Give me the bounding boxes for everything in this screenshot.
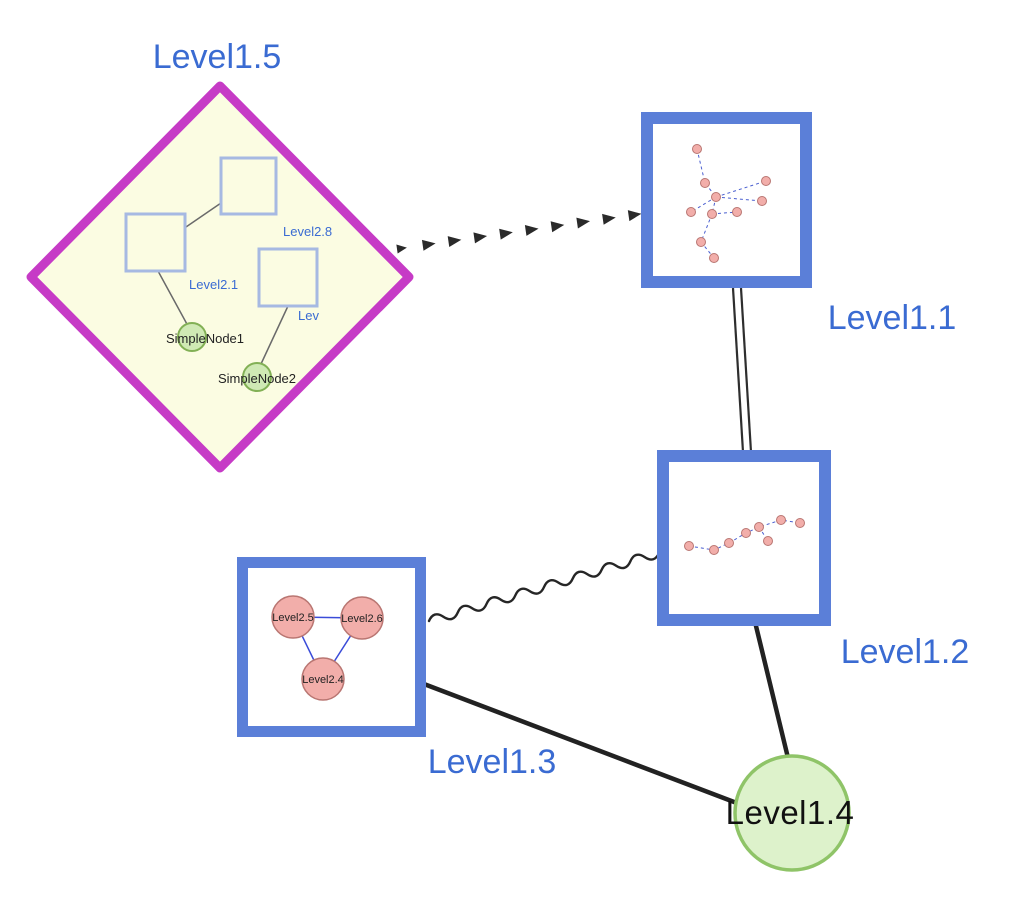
arrowhead [550,221,565,233]
mini-node[interactable] [692,144,702,154]
node-level2-8-square[interactable] [219,156,278,216]
label-level1-4: Level1.4 [726,794,855,831]
label-lev: Lev [298,308,319,323]
edge-level1-2-to-level1-4[interactable] [753,623,792,765]
mini-node[interactable] [763,536,773,546]
label-level1-1: Level1.1 [828,299,957,337]
mini-node[interactable] [696,237,706,247]
label-level2-4: Level2.4 [302,674,344,686]
group-box-shape[interactable] [641,112,812,288]
mini-node[interactable] [761,176,771,186]
edge-level1-1-to-level1-2[interactable] [731,287,753,453]
mini-node[interactable] [724,538,734,548]
label-simplenode2: SimpleNode2 [218,371,296,386]
inner-edge-square-left-to-simplenode1[interactable] [157,270,189,327]
mini-node[interactable] [732,207,742,217]
node-level2-6[interactable] [340,596,384,640]
node-simplenode1[interactable] [177,322,207,352]
mini-node[interactable] [776,515,786,525]
arrowhead [627,210,642,222]
node-level1-2[interactable] [657,450,831,626]
label-simplenode1: SimpleNode1 [166,331,244,346]
diamond-shape[interactable] [26,81,414,473]
node-lev-square[interactable] [257,247,319,308]
node-level1-5-diamond[interactable]: Level2.8 Level2.1 Lev SimpleNode1 Simple… [26,81,414,473]
mini-node[interactable] [795,518,805,528]
inner-edge-square-right-to-simplenode2[interactable] [260,305,289,365]
label-level1-5: Level1.5 [153,38,282,76]
double-line-1 [731,287,745,453]
double-line-2 [739,287,753,453]
mini-node[interactable] [707,209,717,219]
mini-node[interactable] [711,192,721,202]
node-level1-3[interactable]: Level2.5 Level2.6 Level2.4 [237,557,426,737]
arrowhead [421,239,436,251]
label-level2-8: Level2.8 [283,224,332,239]
arrowhead [499,228,513,240]
arrowhead [602,213,616,225]
edge-level1-3-to-level1-2[interactable] [427,549,661,626]
level1-2-thumbnail-graph [684,515,805,555]
mini-node[interactable] [754,522,764,532]
thumbnail-edges[interactable] [690,148,767,259]
arrowhead [524,225,539,236]
mini-node[interactable] [684,541,694,551]
label-level1-3: Level1.3 [428,743,557,781]
arrowhead [396,244,407,254]
inner-edge-square-left-to-top[interactable] [185,202,222,228]
mini-node[interactable] [757,196,767,206]
node-level1-4[interactable]: Level1.4 [726,754,855,872]
arrowhead [447,236,462,248]
group-box-shape[interactable] [237,557,426,737]
node-simplenode2[interactable] [242,362,272,392]
arrowhead [576,217,591,229]
mini-node[interactable] [709,545,719,555]
circle-shape[interactable] [733,754,851,872]
node-level2-1-square[interactable] [124,212,187,273]
node-level2-5[interactable] [271,595,315,639]
label-level1-2: Level1.2 [841,633,970,671]
node-level2-4[interactable] [301,657,345,701]
mini-node[interactable] [700,178,710,188]
level1-1-thumbnail-graph [686,144,771,263]
wavy-line [427,551,661,623]
node-level1-1[interactable] [641,112,812,288]
label-level2-5: Level2.5 [272,612,314,624]
arrowhead [473,232,488,244]
edge-level1-5-to-level1-1[interactable] [396,208,642,254]
label-level2-6: Level2.6 [341,613,383,625]
mini-node[interactable] [741,528,751,538]
mini-node[interactable] [709,253,719,263]
edge-level1-3-to-level1-4[interactable] [421,681,745,808]
group-box-shape[interactable] [657,450,831,626]
label-level2-1: Level2.1 [189,277,238,292]
mini-node[interactable] [686,207,696,217]
level1-3-inner-graph: Level2.5 Level2.6 Level2.4 [271,595,384,701]
